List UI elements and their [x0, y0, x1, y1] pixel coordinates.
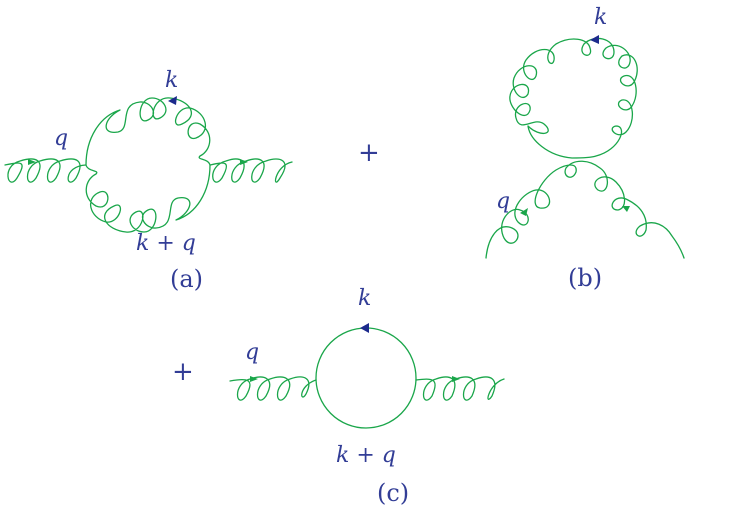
gluon-line-a-left — [4, 158, 87, 183]
arrow-b-loop — [590, 35, 599, 44]
arrow-c-loop — [360, 323, 369, 333]
arrow-c-left — [250, 376, 258, 382]
gluon-arc-b — [485, 160, 685, 259]
caption-a: (a) — [170, 265, 203, 293]
diagram-c: q k k + q (c) — [229, 286, 505, 507]
arrow-b-right — [622, 206, 630, 212]
diagram-a: q k k + q (a) — [4, 68, 293, 293]
arrow-a-loop — [168, 96, 177, 105]
diagram-b: k q (b) — [485, 5, 685, 292]
gluon-line-a-right — [209, 158, 293, 183]
arrow-b-left — [520, 208, 528, 216]
label-c-q: q — [245, 340, 259, 365]
gluon-line-c-left — [229, 376, 317, 401]
label-c-kq: k + q — [336, 443, 396, 468]
plus-c: + — [172, 357, 194, 387]
caption-c: (c) — [377, 479, 409, 507]
arrow-c-right — [452, 376, 460, 382]
gluon-loop-b — [509, 37, 638, 159]
label-a-k: k — [165, 68, 178, 93]
loop-c — [315, 327, 417, 429]
label-b-q: q — [496, 189, 510, 214]
label-c-k: k — [358, 286, 371, 311]
arrow-a-left — [28, 159, 36, 165]
arrow-a-right — [240, 159, 248, 165]
label-a-q: q — [54, 126, 68, 151]
gluon-line-c-right — [415, 376, 505, 401]
gluon-loop-a — [85, 97, 211, 233]
label-b-k: k — [594, 5, 607, 30]
label-a-kq: k + q — [136, 231, 196, 256]
plus-a-b: + — [358, 138, 380, 168]
caption-b: (b) — [568, 264, 602, 292]
